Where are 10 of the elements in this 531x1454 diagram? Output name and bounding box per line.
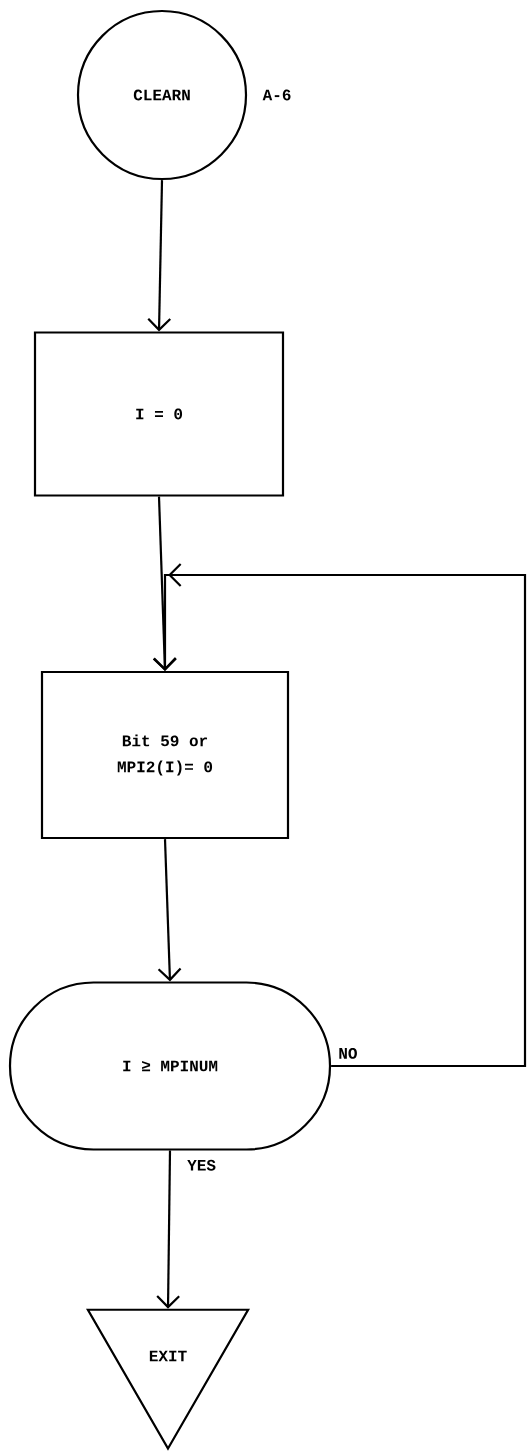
process-box: I = 0 [33,331,285,497]
arrow [153,563,527,1068]
edge-label: YES [186,1158,217,1172]
edge-label: NO [337,1046,359,1060]
arrow [156,1150,180,1309]
decision-terminal: I ≥ MPINUM [8,981,332,1151]
arrow [147,180,171,332]
arrow [157,839,182,982]
process-box: Bit 59 or MPI2(I)= 0 [40,670,290,840]
page-reference: A-6 [262,89,291,101]
